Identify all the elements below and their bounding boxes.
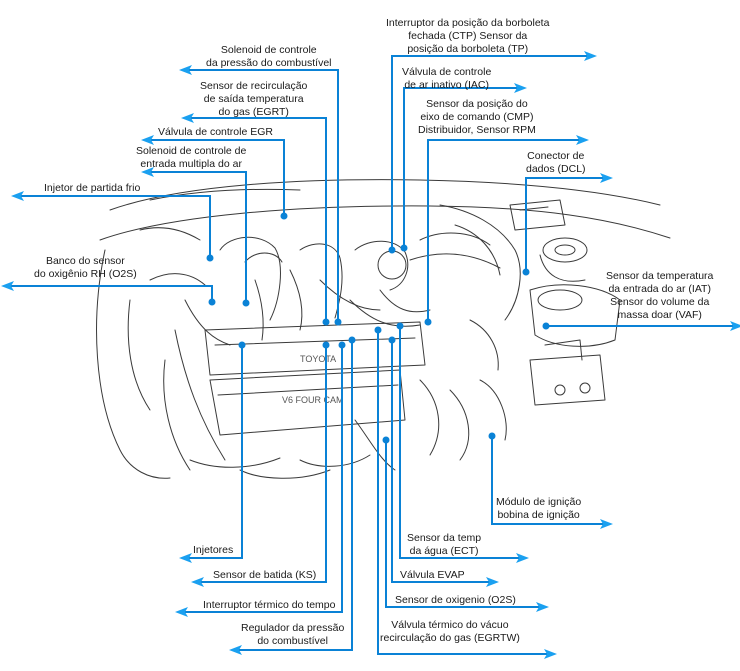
arrow-tip-icon <box>516 553 529 563</box>
label-o2s-bank: Banco do sensor do oxigênio RH (O2S) <box>34 255 137 280</box>
leader-dot <box>542 322 550 330</box>
leader-evap <box>388 336 499 587</box>
arrow-tip-icon <box>191 577 204 587</box>
leader-dlc <box>522 173 613 276</box>
leader-thermo-time <box>175 341 346 617</box>
leader-intake-sol <box>141 167 250 307</box>
label-cold-start: Injetor de partida frio <box>44 182 141 194</box>
leader-dot <box>424 318 432 326</box>
arrow-tip-icon <box>576 135 589 145</box>
label-knock: Sensor de batida (KS) <box>213 569 317 581</box>
leader-dot <box>208 298 216 306</box>
arrow-tip-icon <box>584 51 597 61</box>
label-egrtw: Válvula térmico do vácuo recirculação do… <box>380 619 520 644</box>
label-iac: Válvula de controle de ar inativo (IAC) <box>402 66 492 91</box>
leader-dot <box>338 341 346 349</box>
leader-dot <box>348 336 356 344</box>
label-ctp-tp: Interruptor da posição da borboleta fech… <box>386 17 550 55</box>
leader-egrt <box>181 113 330 326</box>
arrow-tip-icon <box>536 602 549 612</box>
label-injectors: Injetores <box>193 544 234 556</box>
leader-dot <box>374 326 382 334</box>
arrow-tip-icon <box>1 281 14 291</box>
label-fuel-pressure-solenoid: Solenoid de controle da pressão do combu… <box>206 44 332 69</box>
brand-mark: TOYOTA <box>300 354 336 364</box>
arrow-tip-icon <box>514 83 527 93</box>
leader-egr-valve <box>141 135 288 220</box>
leader-iac <box>400 83 527 252</box>
label-o2s: Sensor de oxigenio (O2S) <box>395 594 516 606</box>
leader-o2s-bank <box>1 281 216 306</box>
label-ignition: Módulo de ignição bobina de ignição <box>496 496 582 521</box>
arrow-tip-icon <box>179 65 192 75</box>
arrow-tip-icon <box>181 113 194 123</box>
leader-pres-regulator <box>229 336 356 655</box>
leader-dot <box>238 341 246 349</box>
label-dlc: Conector de dados (DCL) <box>526 150 586 175</box>
arrow-tip-icon <box>600 519 613 529</box>
label-thermo-time: Interruptor térmico do tempo <box>203 599 336 611</box>
leader-dot <box>388 336 396 344</box>
leader-dot <box>206 254 214 262</box>
leader-iat-vaf <box>542 321 740 331</box>
leader-ctp-tp <box>388 51 597 254</box>
leader-dot <box>334 318 342 326</box>
label-pressure-regulator: Regulador da pressão do combustível <box>241 622 345 647</box>
leader-ect <box>396 322 529 563</box>
leader-fuel-pres-sol <box>179 65 342 326</box>
arrow-tip-icon <box>486 577 499 587</box>
label-ect: Sensor da temp da água (ECT) <box>407 532 482 557</box>
leader-o2s <box>382 436 549 612</box>
arrow-tip-icon <box>544 649 557 659</box>
leader-dot <box>396 322 404 330</box>
arrow-tip-icon <box>175 607 188 617</box>
leader-cmp <box>424 135 589 326</box>
label-egrt: Sensor de recirculação de saída temperat… <box>200 80 308 118</box>
leader-knock <box>191 341 330 587</box>
arrow-tip-icon <box>730 321 740 331</box>
leader-dot <box>322 341 330 349</box>
leader-dot <box>522 268 530 276</box>
leader-dot <box>388 246 396 254</box>
leader-dot <box>488 432 496 440</box>
label-intake-solenoid: Solenoid de controle de entrada multipla… <box>136 145 247 170</box>
label-egr-valve: Válvula de controle EGR <box>158 126 273 138</box>
leader-dot <box>280 212 288 220</box>
leader-dot <box>400 244 408 252</box>
label-cmp: Sensor da posição do eixo de comando (CM… <box>418 98 536 136</box>
engine-mark: V6 FOUR CAM <box>282 395 344 405</box>
arrow-tip-icon <box>141 135 154 145</box>
arrow-tip-icon <box>600 173 613 183</box>
leader-cold-start <box>11 191 214 262</box>
label-evap: Válvula EVAP <box>400 569 465 581</box>
label-iat-vaf: Sensor da temperatura da entrada do ar (… <box>606 270 714 321</box>
leader-injectors <box>179 341 246 563</box>
leader-dot <box>322 318 330 326</box>
leader-ignition <box>488 432 613 529</box>
arrow-tip-icon <box>229 645 242 655</box>
arrow-tip-icon <box>179 553 192 563</box>
leader-dot <box>242 299 250 307</box>
arrow-tip-icon <box>11 191 24 201</box>
leader-dot <box>382 436 390 444</box>
arrow-tip-icon <box>141 167 154 177</box>
leader-egrtw <box>374 326 557 659</box>
